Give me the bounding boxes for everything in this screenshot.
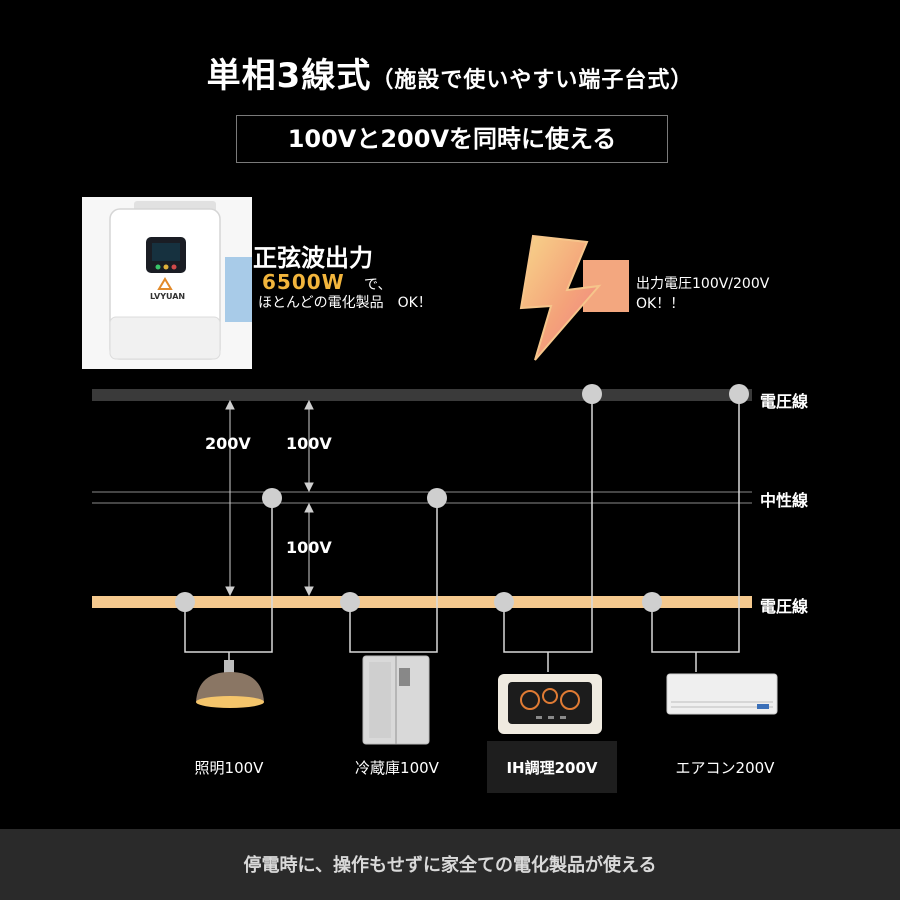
subtitle-box: 100Vと200Vを同時に使える bbox=[236, 115, 668, 163]
appliance-label-refrigerator: 冷蔵庫100V bbox=[355, 759, 439, 777]
inverter-product-image bbox=[82, 197, 252, 369]
top-voltage-line-label: 電圧線 bbox=[760, 392, 809, 411]
appliance-label-lighting: 照明100V bbox=[194, 759, 264, 777]
voltage-200v-label: 200V bbox=[205, 434, 251, 453]
feature-de: で、 bbox=[364, 277, 392, 293]
refrigerator-icon bbox=[362, 655, 430, 745]
ih-label-background bbox=[487, 741, 617, 793]
air-conditioner-icon bbox=[666, 673, 778, 715]
output-voltage-text: 出力電圧100V/200V bbox=[636, 276, 770, 292]
voltage-100v-upper-label: 100V bbox=[286, 434, 332, 453]
ih-cooktop-icon bbox=[498, 674, 602, 734]
voltage-arrows bbox=[225, 399, 314, 597]
output-ok-text: OK！！ bbox=[636, 296, 685, 312]
title-sub: （施設で使いやすい端子台式） bbox=[371, 68, 694, 93]
bottom-voltage-line-label: 電圧線 bbox=[760, 597, 809, 616]
feature-headline: 正弦波出力 bbox=[253, 244, 373, 272]
appliance-label-aircon: エアコン200V bbox=[675, 759, 775, 777]
top-voltage-line bbox=[92, 389, 752, 401]
footer-bar bbox=[0, 829, 900, 900]
feature-description: ほとんどの電化製品 OK！ bbox=[258, 295, 432, 311]
title-main: 単相3線式 bbox=[206, 56, 372, 96]
bottom-voltage-line bbox=[92, 596, 752, 608]
connection-nodes bbox=[175, 384, 749, 612]
wire-connections bbox=[184, 394, 740, 672]
footer-text: 停電時に、操作もせずに家全ての電化製品が使える bbox=[243, 855, 657, 876]
feature-watt: 6500W bbox=[262, 270, 345, 294]
lamp-icon bbox=[196, 660, 264, 708]
appliance-label-ih: IH調理200V bbox=[506, 759, 598, 777]
voltage-100v-lower-label: 100V bbox=[286, 538, 332, 557]
page-title: 単相3線式（施設で使いやすい端子台式） bbox=[0, 48, 900, 97]
lightning-icon bbox=[519, 234, 629, 361]
neutral-line-label: 中性線 bbox=[760, 491, 809, 510]
product-logo: LVYUAN bbox=[150, 292, 186, 301]
